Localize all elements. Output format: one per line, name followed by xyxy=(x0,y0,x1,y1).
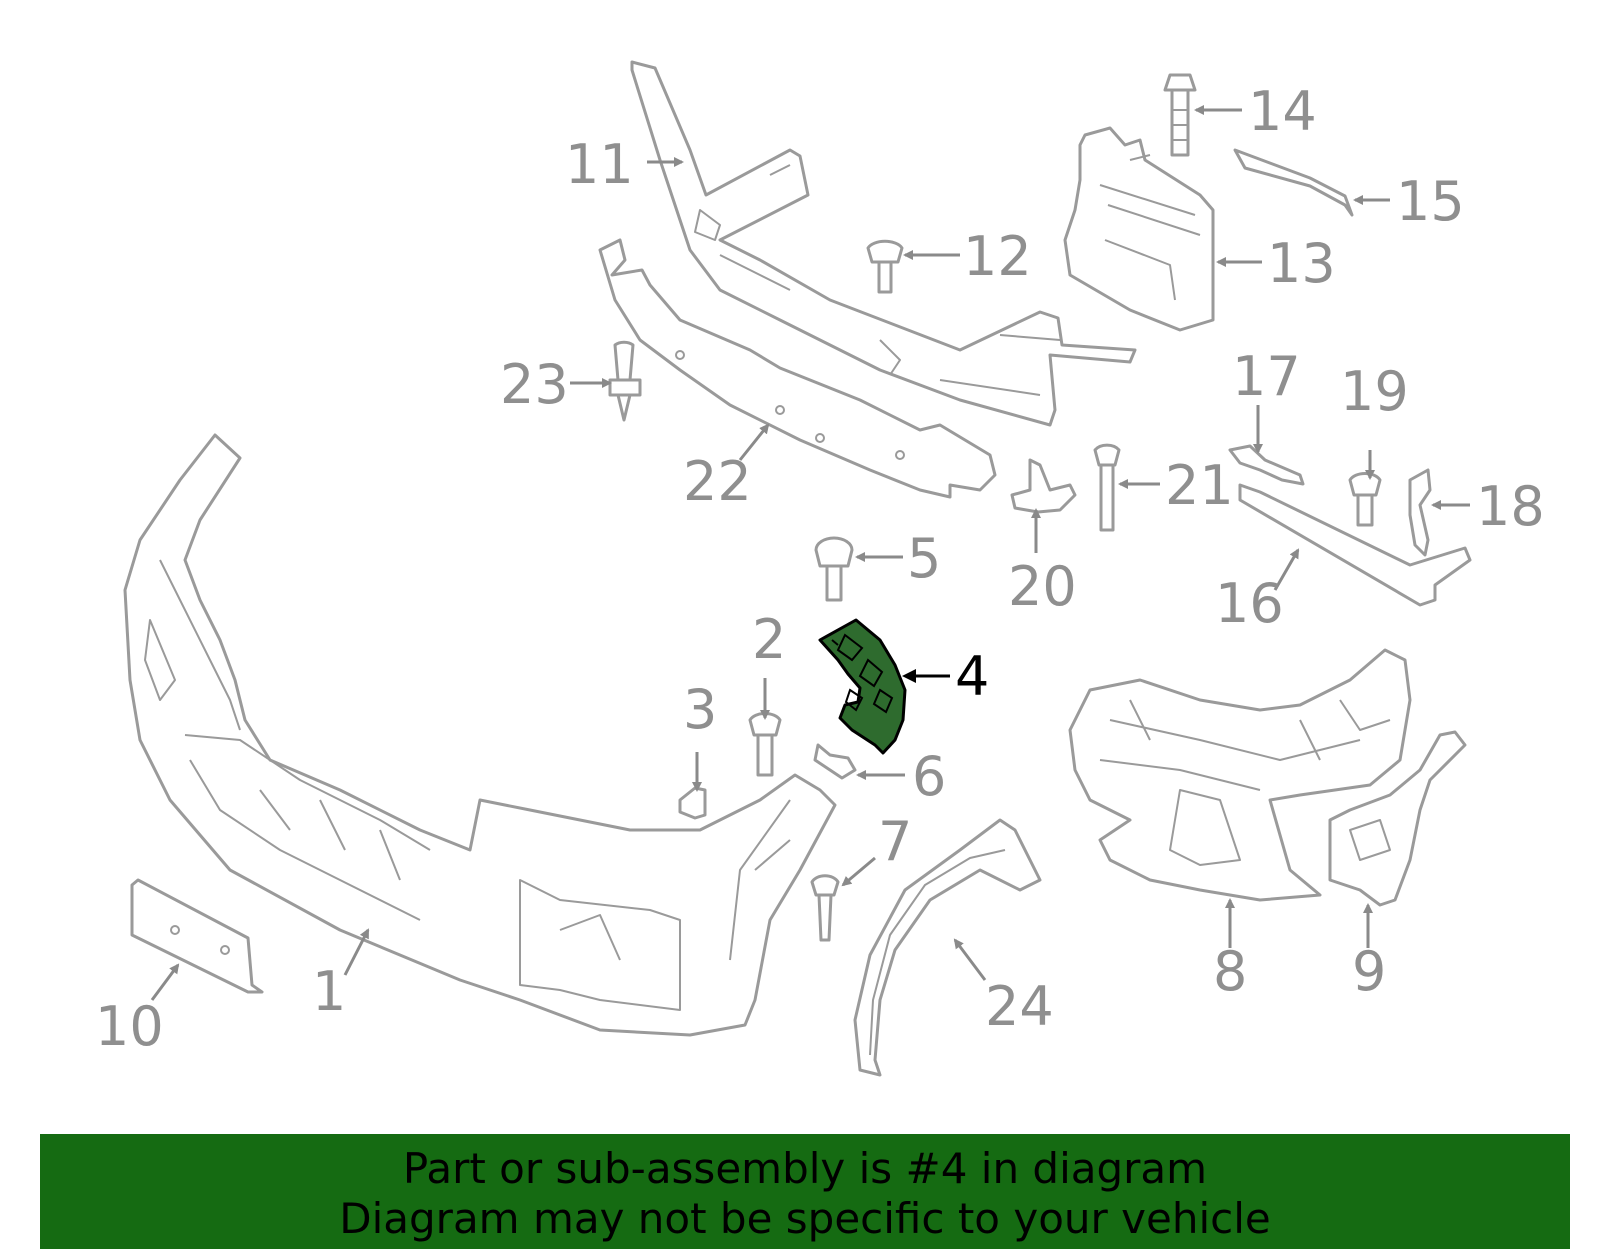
callout-14: 14 xyxy=(1248,80,1317,143)
callout-18: 18 xyxy=(1476,475,1545,538)
part-16-rail xyxy=(1238,483,1472,607)
part-12-bolt xyxy=(866,239,904,294)
part-1-bumper-cover xyxy=(123,433,837,1037)
callout-16: 16 xyxy=(1215,572,1284,635)
callout-6: 6 xyxy=(912,745,946,808)
callout-9: 9 xyxy=(1352,940,1386,1003)
part-10-plate-bracket xyxy=(130,878,264,994)
part-3-clip xyxy=(678,786,707,820)
part-2-bolt xyxy=(748,711,782,777)
part-7-screw xyxy=(810,874,840,942)
part-9-side-bracket xyxy=(1328,730,1467,907)
part-18-bracket xyxy=(1408,468,1432,557)
part-21-bolt xyxy=(1093,443,1121,532)
part-8-lower-frame xyxy=(1068,648,1412,902)
callout-13: 13 xyxy=(1267,232,1336,295)
callout-24: 24 xyxy=(985,975,1054,1038)
part-11-reinforcement-bar xyxy=(630,60,1137,427)
callout-7: 7 xyxy=(878,810,912,873)
part-19-bolt xyxy=(1348,471,1382,527)
part-23-clip xyxy=(608,340,642,422)
part-22-lower-bar xyxy=(598,238,997,499)
info-banner: Part or sub-assembly is #4 in diagram Di… xyxy=(40,1134,1570,1249)
callout-4: 4 xyxy=(955,645,989,708)
part-14-bolt xyxy=(1163,73,1197,157)
banner-line-1: Part or sub-assembly is #4 in diagram xyxy=(402,1144,1208,1193)
part-5-bolt xyxy=(814,536,854,602)
part-15-strip xyxy=(1233,148,1354,217)
callout-8: 8 xyxy=(1213,940,1247,1003)
callout-5: 5 xyxy=(907,527,941,590)
callout-22: 22 xyxy=(683,450,752,513)
callout-2: 2 xyxy=(752,608,786,671)
callout-17: 17 xyxy=(1232,345,1301,408)
part-17-bracket xyxy=(1228,444,1305,486)
callout-3: 3 xyxy=(683,678,717,741)
callout-11: 11 xyxy=(565,133,634,196)
callout-19: 19 xyxy=(1340,360,1409,423)
part-6-clip xyxy=(813,743,857,780)
callout-arrows xyxy=(150,105,1470,1001)
callout-1: 1 xyxy=(312,960,346,1023)
callout-20: 20 xyxy=(1008,555,1077,618)
callout-21: 21 xyxy=(1165,454,1234,517)
callout-12: 12 xyxy=(963,225,1032,288)
callout-23: 23 xyxy=(500,353,569,416)
banner-line-2: Diagram may not be specific to your vehi… xyxy=(339,1194,1271,1243)
parts-diagram: 11 12 13 14 15 23 22 20 21 17 19 18 16 5… xyxy=(95,60,1545,1077)
part-4-highlighted-bracket xyxy=(818,618,907,755)
callout-15: 15 xyxy=(1396,170,1465,233)
callout-10: 10 xyxy=(95,995,164,1058)
part-24-arch-liner xyxy=(853,818,1042,1077)
part-20-bracket xyxy=(1010,458,1077,514)
part-13-bracket xyxy=(1063,126,1215,332)
